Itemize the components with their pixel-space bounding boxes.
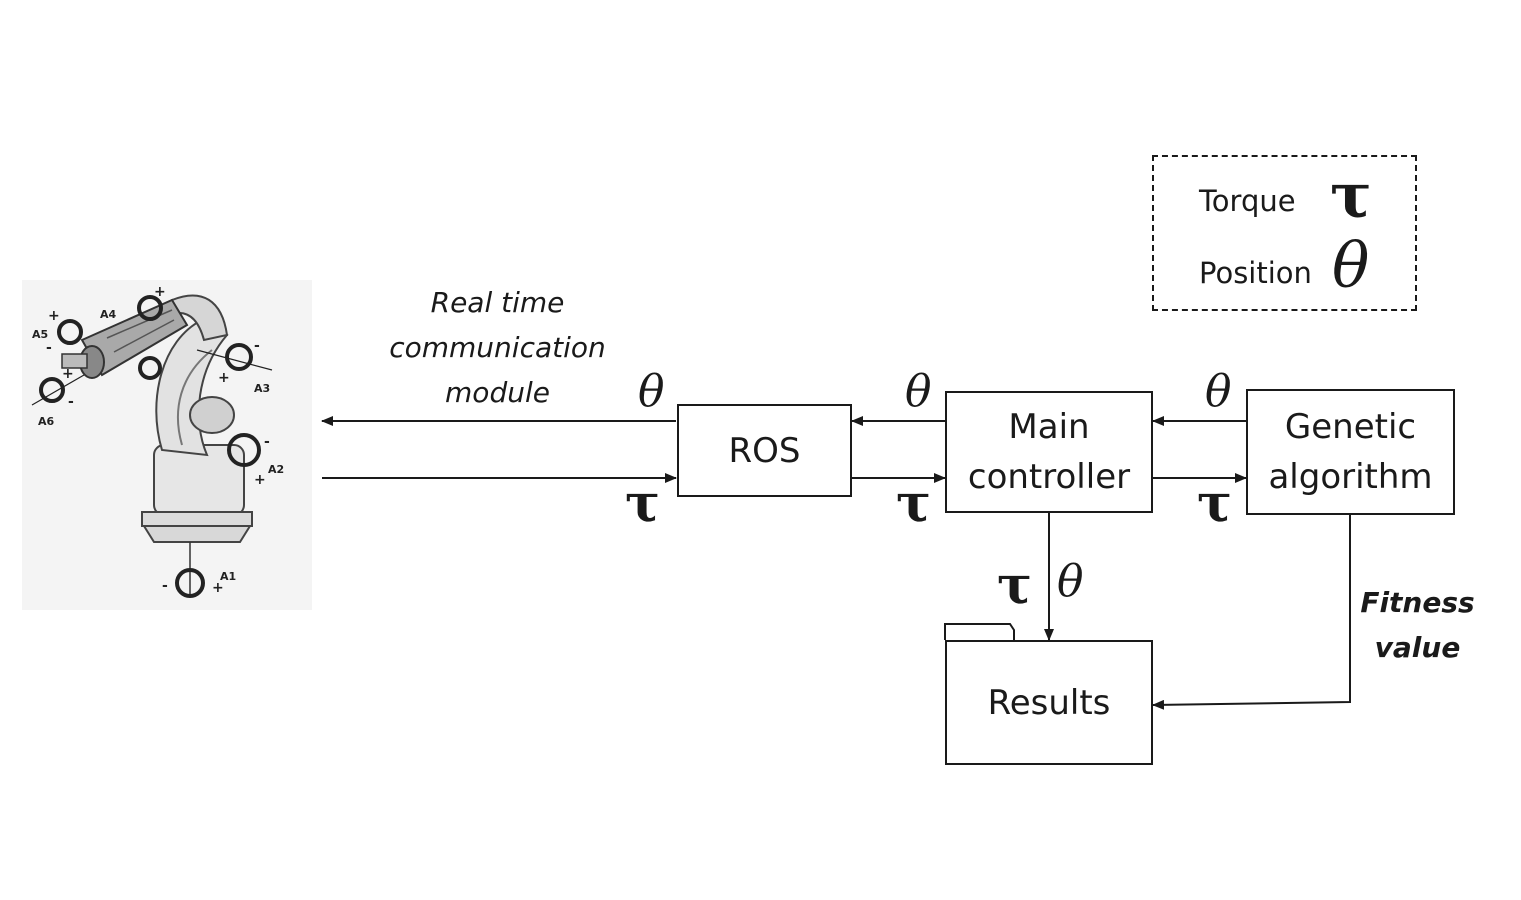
- main-controller-label-line1: Main: [1008, 407, 1090, 447]
- theta-symbol-controller-results: θ: [1057, 556, 1084, 607]
- results-block: Results: [945, 640, 1153, 765]
- svg-text:-: -: [162, 578, 168, 594]
- main-controller-block: Main controller: [945, 391, 1153, 513]
- ros-block: ROS: [677, 404, 852, 497]
- svg-text:+: +: [62, 366, 74, 382]
- svg-text:+: +: [212, 580, 224, 596]
- tau-symbol-controller-results: τ: [997, 555, 1032, 616]
- arrow-ga-to-results: [1152, 515, 1351, 710]
- comm-module-line2: communication: [389, 331, 606, 364]
- tau-symbol-robot-ros: τ: [625, 473, 660, 534]
- genetic-algorithm-label-line1: Genetic: [1284, 407, 1417, 447]
- comm-module-label: Real time communication module: [360, 280, 635, 415]
- tau-symbol-controller-ga: τ: [1197, 473, 1232, 534]
- axis-label-a6: A6: [38, 415, 55, 428]
- theta-symbol-ga-controller: θ: [1205, 366, 1232, 417]
- axis-label-a3: A3: [254, 382, 270, 395]
- axis-label-a4: A4: [100, 308, 117, 321]
- fitness-line1: Fitness: [1360, 586, 1475, 619]
- legend-position-symbol: θ: [1332, 229, 1370, 302]
- legend-torque-symbol: τ: [1330, 159, 1372, 232]
- theta-symbol-controller-ros: θ: [905, 366, 932, 417]
- genetic-algorithm-block: Genetic algorithm: [1246, 389, 1455, 515]
- results-folder-tab: [944, 623, 1015, 640]
- theta-symbol-ros-robot: θ: [638, 366, 665, 417]
- axis-label-a2: A2: [268, 463, 284, 476]
- legend-box: Torque τ Position θ: [1152, 155, 1417, 311]
- svg-text:+: +: [254, 472, 266, 488]
- svg-text:-: -: [264, 434, 270, 450]
- axis-label-a1: A1: [220, 570, 236, 583]
- svg-text:-: -: [254, 338, 260, 354]
- results-label: Results: [987, 682, 1111, 723]
- main-controller-label-line2: controller: [967, 457, 1131, 497]
- svg-text:+: +: [48, 308, 60, 324]
- axis-label-a5: A5: [32, 328, 48, 341]
- comm-module-line1: Real time: [430, 286, 565, 319]
- svg-text:-: -: [68, 394, 74, 410]
- fitness-value-label: Fitness value: [1350, 580, 1485, 670]
- ros-label: ROS: [728, 430, 801, 471]
- comm-module-line3: module: [445, 376, 550, 409]
- svg-text:-: -: [46, 340, 52, 356]
- genetic-algorithm-label-line2: algorithm: [1268, 457, 1433, 497]
- svg-text:+: +: [218, 370, 230, 386]
- robot-arm-illustration: A1 A2 A3 A4 A5 A6 +- + -+ +- -+ -+: [22, 280, 312, 610]
- tau-symbol-ros-controller: τ: [896, 473, 931, 534]
- legend-position-label: Position: [1199, 256, 1312, 290]
- fitness-line2: value: [1374, 631, 1461, 664]
- svg-text:+: +: [154, 284, 166, 300]
- legend-torque-label: Torque: [1199, 184, 1296, 218]
